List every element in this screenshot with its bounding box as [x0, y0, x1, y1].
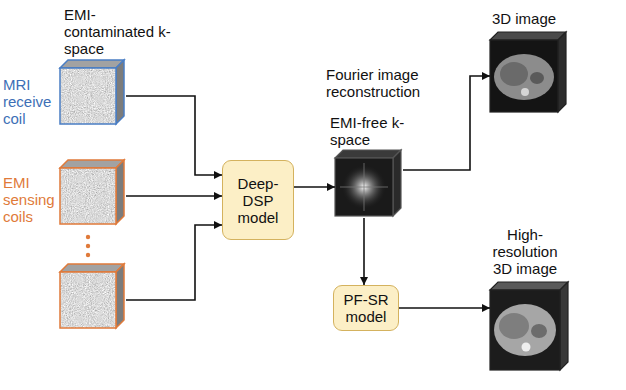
organ: [531, 324, 547, 338]
cube-side: [116, 264, 124, 328]
cube-top: [60, 160, 124, 168]
cube-front: [60, 272, 116, 328]
flow-arrow: [294, 186, 335, 188]
coil-label: EMI sensing coils: [3, 174, 59, 225]
cube-top: [60, 60, 124, 68]
noise-face: [60, 272, 116, 328]
kspace-cube: [335, 150, 401, 216]
cube-top: [335, 150, 401, 158]
kspace-cube: [60, 264, 124, 328]
kspace-line: [364, 163, 365, 211]
coil-label: MRI receive coil: [3, 76, 59, 127]
dot: [86, 244, 90, 248]
body-slice: [494, 54, 554, 100]
cube-front: [60, 168, 116, 224]
body-slice: [494, 304, 556, 356]
ellipsis-dots: [86, 235, 90, 257]
liver: [500, 62, 528, 86]
dot: [86, 253, 90, 257]
flow-arrow: [363, 218, 365, 285]
mri-cube: [490, 282, 568, 370]
cube-side: [116, 60, 124, 124]
cube-side: [393, 150, 401, 216]
cube-top: [490, 32, 566, 40]
kspace-cube: [60, 60, 124, 124]
cube-front: [490, 290, 560, 370]
spine: [521, 88, 529, 96]
cube-heading: High-resolution 3D image: [483, 226, 567, 277]
noise-face: [60, 68, 116, 124]
model-box: Deep-DSP model: [222, 160, 294, 240]
noise-face: [60, 168, 116, 224]
kspace-cube: EMI-free k-space: [335, 158, 393, 216]
dot: [86, 235, 90, 239]
mri-cube: [490, 32, 566, 112]
kspace-cube: [60, 160, 124, 224]
cube-front: [60, 68, 116, 124]
cube-heading: 3D image: [484, 10, 564, 27]
kspace-cube: EMI-contaminated k-spaceMRI receive coil: [60, 68, 116, 124]
flow-arrow: [399, 307, 490, 309]
node-label: Deep-DSP model: [227, 175, 289, 226]
spine: [522, 343, 531, 352]
cube-front: [490, 40, 558, 112]
cube-heading: EMI-contaminated k-space: [64, 6, 172, 57]
flow-arrow: [126, 96, 222, 175]
input-arrow: [126, 225, 222, 300]
cube-top: [490, 282, 568, 290]
model-box: PF-SR model: [333, 285, 399, 331]
cube-front: [335, 158, 393, 216]
organ: [530, 72, 544, 84]
cube-side: [560, 282, 568, 370]
flow-arrow: [126, 195, 222, 197]
image-cube: 3D image: [490, 40, 558, 112]
image-cube: High-resolution 3D image: [490, 290, 560, 370]
cube-top: [60, 264, 124, 272]
kspace-cube: EMI sensing coils: [60, 168, 116, 224]
cube-side: [558, 32, 566, 112]
node-label: PF-SR model: [338, 291, 394, 325]
cube-side: [116, 160, 124, 224]
cube-heading: EMI-free k-space: [330, 114, 406, 148]
liver: [499, 313, 529, 339]
edge-label: Fourier image reconstruction: [326, 66, 438, 100]
